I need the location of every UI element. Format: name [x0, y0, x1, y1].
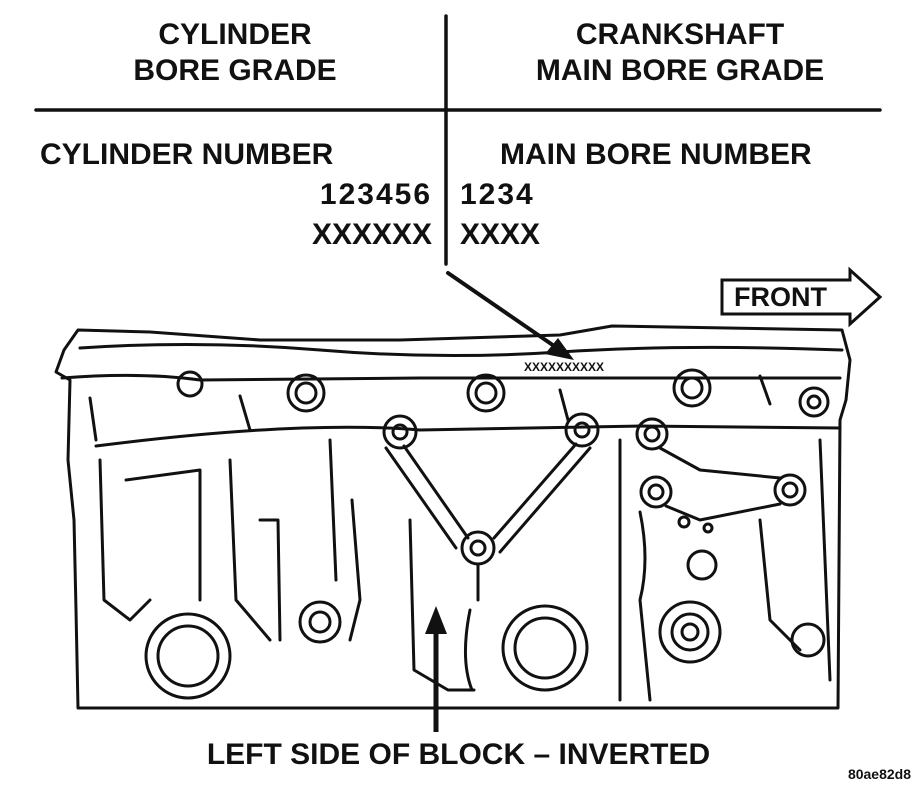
front-arrow-outline — [720, 266, 883, 328]
brace-left — [402, 444, 470, 540]
main-bore-number-label: MAIN BORE NUMBER — [500, 138, 812, 171]
cylinder-header: CYLINDER BORE GRADE — [70, 20, 400, 86]
brace-right — [492, 442, 578, 540]
block-top-edge — [78, 342, 844, 358]
figure-code: 80ae82d8 — [847, 766, 911, 782]
cylinder-numbers: 123456 — [319, 178, 432, 211]
main-bore-center — [501, 604, 589, 692]
cylinder-header-line2: BORE GRADE — [133, 54, 337, 87]
main-bore-numbers: 1234 — [460, 178, 535, 211]
crankshaft-header-line2: MAIN BORE GRADE — [535, 54, 825, 87]
grade-stamp: XXXXXXXXXX — [524, 360, 605, 374]
crankshaft-header-line1: CRANKSHAFT — [575, 18, 785, 51]
block-outline — [54, 324, 852, 710]
cylinder-header-line1: CYLINDER — [158, 18, 312, 51]
front-label: FRONT — [734, 282, 827, 312]
main-bore-left — [144, 612, 232, 700]
crankshaft-header: CRANKSHAFT MAIN BORE GRADE — [470, 20, 890, 86]
figure-caption: LEFT SIDE OF BLOCK – INVERTED — [206, 738, 711, 771]
block-rail-lower — [94, 424, 842, 448]
caption-arrow-head — [425, 606, 447, 634]
leader-arrow-head — [545, 338, 574, 360]
rear-seal-bore — [658, 600, 722, 664]
main-bore-grades: XXXX — [460, 218, 541, 251]
cylinder-grades: XXXXXX — [311, 218, 432, 251]
cylinder-number-label: CYLINDER NUMBER — [40, 138, 334, 171]
leader-arrow-line — [446, 271, 562, 352]
